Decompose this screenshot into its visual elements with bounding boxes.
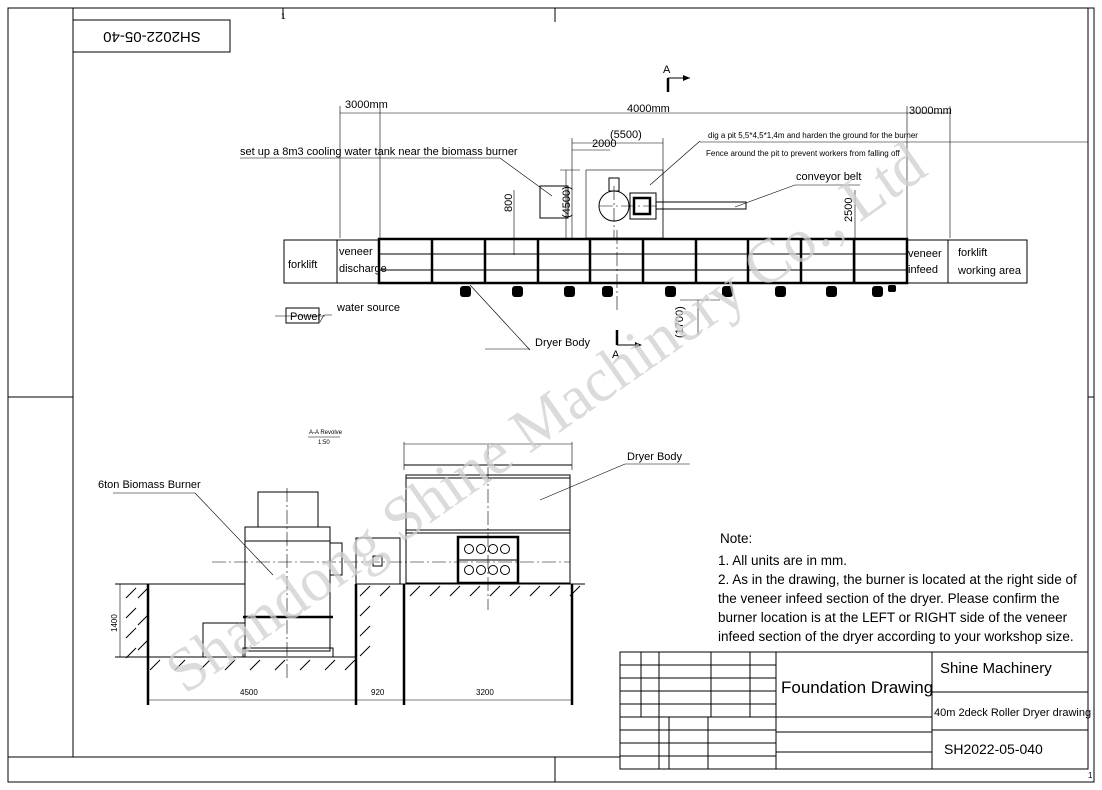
svg-text:forklift: forklift bbox=[958, 247, 987, 259]
dim-4500: 4500 bbox=[240, 688, 258, 697]
company-name: Shine Machinery bbox=[940, 660, 1052, 677]
section-view: A-A Revolve 1:50 6ton Biomass Burner bbox=[98, 430, 690, 705]
water-tank bbox=[539, 185, 569, 219]
frame-mark-bottom: 1 bbox=[1088, 771, 1093, 780]
power-box bbox=[285, 307, 320, 324]
dim-800: 800 bbox=[503, 194, 515, 212]
foundation-pit: 1400 4500 920 3200 bbox=[110, 583, 585, 705]
dim-1700: (1700) bbox=[674, 306, 686, 338]
section-mark-bottom: A bbox=[612, 349, 620, 361]
dryer-wheels bbox=[460, 285, 896, 297]
svg-text:discharge: discharge bbox=[339, 263, 387, 275]
drawing-title: Foundation Drawing bbox=[781, 678, 933, 697]
dim-920: 920 bbox=[371, 688, 385, 697]
svg-text:2. As in the drawing, the bur: 2. As in the drawing, the burner is loca… bbox=[718, 572, 1077, 587]
dim-2500: 2500 bbox=[843, 198, 855, 222]
section-scale: 1:50 bbox=[318, 440, 330, 446]
drawing-number: SH2022-05-040 bbox=[944, 741, 1043, 757]
svg-text:SH2022-05-40: SH2022-05-40 bbox=[103, 28, 201, 45]
notes-heading: Note: bbox=[720, 531, 752, 546]
dim-right: 3000mm bbox=[909, 105, 952, 117]
dim-left: 3000mm bbox=[345, 99, 388, 111]
dim-pit-depth: (4500) bbox=[561, 186, 573, 218]
dim-pit-width: (5500) bbox=[610, 129, 642, 141]
svg-text:infeed section of the dryer ac: infeed section of the dryer according to… bbox=[718, 629, 1074, 644]
sheet-frame: 1 1 bbox=[7, 7, 1095, 783]
section-mark-top: A bbox=[663, 64, 671, 76]
drawing-description: 40m 2deck Roller Dryer drawing bbox=[934, 707, 1091, 719]
water-source-label: water source bbox=[336, 302, 400, 314]
dim-2000: 2000 bbox=[592, 138, 616, 150]
notes: Note: 1. All units are in mm. 2. As in t… bbox=[718, 531, 1077, 644]
note-pit: dig a pit 5,5*4,5*1,4m and harden the gr… bbox=[708, 131, 918, 140]
dim-1400: 1400 bbox=[110, 614, 119, 632]
svg-text:working area: working area bbox=[957, 265, 1022, 277]
conveyor-belt bbox=[655, 201, 747, 210]
dryer-body-section-label: Dryer Body bbox=[627, 451, 683, 463]
power-label: Power bbox=[290, 311, 322, 323]
svg-text:veneer: veneer bbox=[339, 246, 373, 258]
svg-text:veneer: veneer bbox=[908, 248, 942, 260]
conveyor-belt-label: conveyor belt bbox=[796, 171, 861, 183]
frame-mark-top: 1 bbox=[281, 12, 286, 21]
dryer-body-label: Dryer Body bbox=[535, 337, 591, 349]
dim-center: 4000mm bbox=[627, 103, 670, 115]
note-cooling-tank: set up a 8m3 cooling water tank near the… bbox=[240, 146, 518, 158]
dryer-body-top bbox=[377, 230, 909, 310]
svg-text:1. All units are in mm.: 1. All units are in mm. bbox=[718, 553, 847, 568]
svg-text:the veneer infeed section of t: the veneer infeed section of the dryer. … bbox=[718, 591, 1059, 606]
svg-text:forklift: forklift bbox=[288, 259, 317, 271]
burner-label: 6ton Biomass Burner bbox=[98, 479, 201, 491]
title-block: Foundation Drawing Shine Machinery 40m 2… bbox=[619, 651, 1091, 770]
svg-text:burner location is at the LEFT: burner location is at the LEFT or RIGHT … bbox=[718, 610, 1068, 625]
drawing-number-stamp: SH2022-05-40 bbox=[72, 19, 231, 53]
top-view: A 3000mm 4000mm 3000mm (5500) 2000 (4500… bbox=[240, 64, 1088, 361]
dim-3200: 3200 bbox=[476, 688, 494, 697]
burner-pit bbox=[585, 169, 664, 239]
section-title: A-A Revolve bbox=[309, 430, 343, 436]
dryer-section bbox=[403, 442, 573, 610]
svg-text:infeed: infeed bbox=[908, 264, 938, 276]
forklift-working-area bbox=[947, 239, 1028, 284]
veneer-infeed-area bbox=[906, 239, 949, 284]
note-fence: Fence around the pit to prevent workers … bbox=[706, 149, 901, 158]
